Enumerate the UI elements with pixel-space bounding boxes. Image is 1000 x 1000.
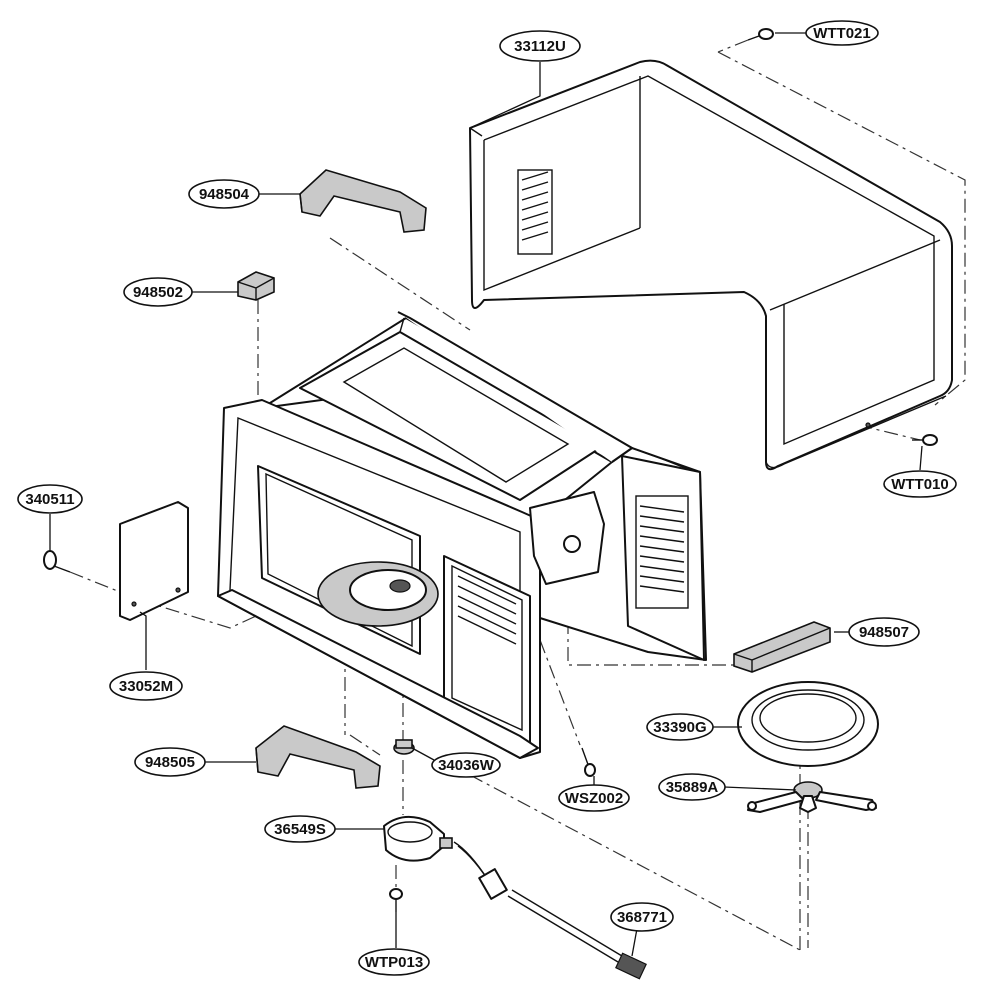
part-label-text: 33052M	[119, 678, 173, 695]
part-label-35889a: 35889A	[658, 773, 726, 801]
part-label-wtp013: WTP013	[358, 948, 430, 976]
part-label-text: WTT010	[891, 476, 949, 493]
part-label-outline	[134, 747, 206, 777]
right-vents	[635, 495, 689, 609]
side-mesh	[457, 575, 517, 645]
part-label-text: 33390G	[653, 719, 706, 736]
part-label-outline	[805, 20, 879, 46]
part-label-wsz002: WSZ002	[558, 784, 630, 812]
part-label-text: WSZ002	[565, 790, 623, 807]
part-label-outline	[499, 30, 581, 62]
part-label-outline	[264, 815, 336, 843]
part-label-33390g: 33390G	[646, 713, 714, 741]
screw-WSZ002	[581, 747, 596, 777]
part-labels: 33112U WTT021 948504 948502 340511 33052M WTT0…	[17, 20, 957, 976]
plate-33052M	[119, 501, 189, 621]
part-label-948507: 948507	[848, 617, 920, 647]
part-label-340511: 340511	[17, 484, 83, 514]
part-label-text: 948505	[145, 754, 195, 771]
pad-948502	[237, 271, 275, 301]
part-label-text: 368771	[617, 909, 667, 926]
part-label-wtt021: WTT021	[805, 20, 879, 46]
part-label-text: WTP013	[365, 954, 423, 971]
part-label-outline	[558, 784, 630, 812]
wire-368771	[453, 841, 647, 980]
screw-WTP013	[389, 888, 403, 912]
part-label-text: 948502	[133, 284, 183, 301]
pad-948507	[733, 621, 831, 673]
part-label-text: 35889A	[666, 779, 719, 796]
part-label-outline	[358, 948, 430, 976]
part-label-948505: 948505	[134, 747, 206, 777]
cabinet-part	[469, 59, 953, 471]
part-label-outline	[188, 179, 260, 209]
part-label-368771: 368771	[610, 902, 674, 932]
part-label-34036w: 34036W	[431, 752, 501, 778]
part-label-text: 36549S	[274, 821, 326, 838]
part-label-outline	[123, 277, 193, 307]
part-label-outline	[848, 617, 920, 647]
part-label-948504: 948504	[188, 179, 260, 209]
tray-33390G	[737, 681, 879, 767]
oven-body	[217, 311, 707, 759]
part-label-outline	[431, 752, 501, 778]
part-label-text: WTT021	[813, 25, 871, 42]
motor-36549S	[383, 815, 453, 862]
part-label-outline	[610, 902, 674, 932]
roller-35889A	[747, 781, 877, 813]
pad-948504	[299, 169, 427, 233]
part-label-outline	[658, 773, 726, 801]
part-label-948502: 948502	[123, 277, 193, 307]
screw-340511	[43, 550, 71, 573]
pad-948505	[255, 725, 381, 789]
screw-WTT010	[912, 434, 938, 446]
part-label-36549s: 36549S	[264, 815, 336, 843]
part-label-text: 340511	[25, 491, 74, 508]
part-label-text: 948504	[199, 186, 250, 203]
cabinet-vents	[517, 169, 553, 255]
part-label-text: 33112U	[514, 38, 566, 55]
part-label-outline	[883, 470, 957, 498]
part-label-text: 948507	[859, 624, 909, 641]
coupler-34036W	[393, 739, 415, 755]
part-label-33112u: 33112U	[499, 30, 581, 62]
screw-WTT021	[747, 28, 774, 41]
part-label-outline	[646, 713, 714, 741]
part-label-33052m: 33052M	[109, 671, 183, 701]
part-label-outline	[17, 484, 83, 514]
part-label-outline	[109, 671, 183, 701]
part-label-text: 34036W	[438, 757, 495, 774]
part-label-wtt010: WTT010	[883, 470, 957, 498]
